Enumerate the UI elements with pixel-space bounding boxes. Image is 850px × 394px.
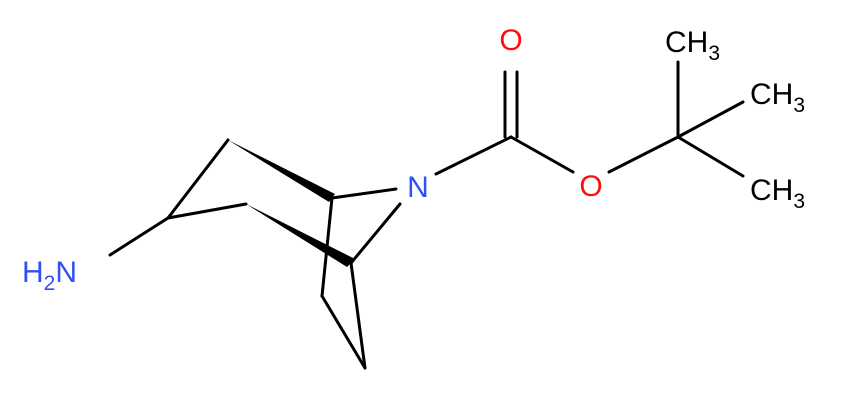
bond-c3-c4 [166, 202, 248, 220]
amine-subscript: 2 [44, 272, 56, 295]
carbonyl-oxygen-label: O [499, 24, 522, 57]
bond-c1-n [330, 187, 398, 200]
bond-c-ester-o [509, 135, 575, 174]
methyl-bottom-label: CH3 [750, 174, 805, 213]
bond-n-c3 [108, 216, 170, 257]
amine-n: N [55, 256, 77, 289]
ring-nitrogen-label: N [407, 171, 429, 204]
methyl-right-label: CH3 [750, 78, 805, 117]
amine-label: H2N [22, 256, 77, 295]
bond-cq-me-bottom [676, 135, 745, 178]
bonds [108, 60, 745, 370]
bond-c5-c7 [349, 261, 367, 370]
methyl-top-label: CH3 [665, 26, 720, 65]
bond-n-carbonyl [434, 135, 513, 176]
bond-cq-me-right [676, 100, 745, 139]
bond-c6-c7 [320, 294, 367, 370]
wedge-bond-c2-c1 [228, 140, 335, 202]
bond-c5-n [349, 202, 402, 265]
amine-h: H [22, 256, 44, 289]
ester-oxygen-label: O [579, 170, 602, 203]
bond-o-cq [607, 135, 680, 174]
wedge-bond-c4-c5 [246, 204, 355, 267]
bond-c3-c2 [166, 138, 230, 220]
